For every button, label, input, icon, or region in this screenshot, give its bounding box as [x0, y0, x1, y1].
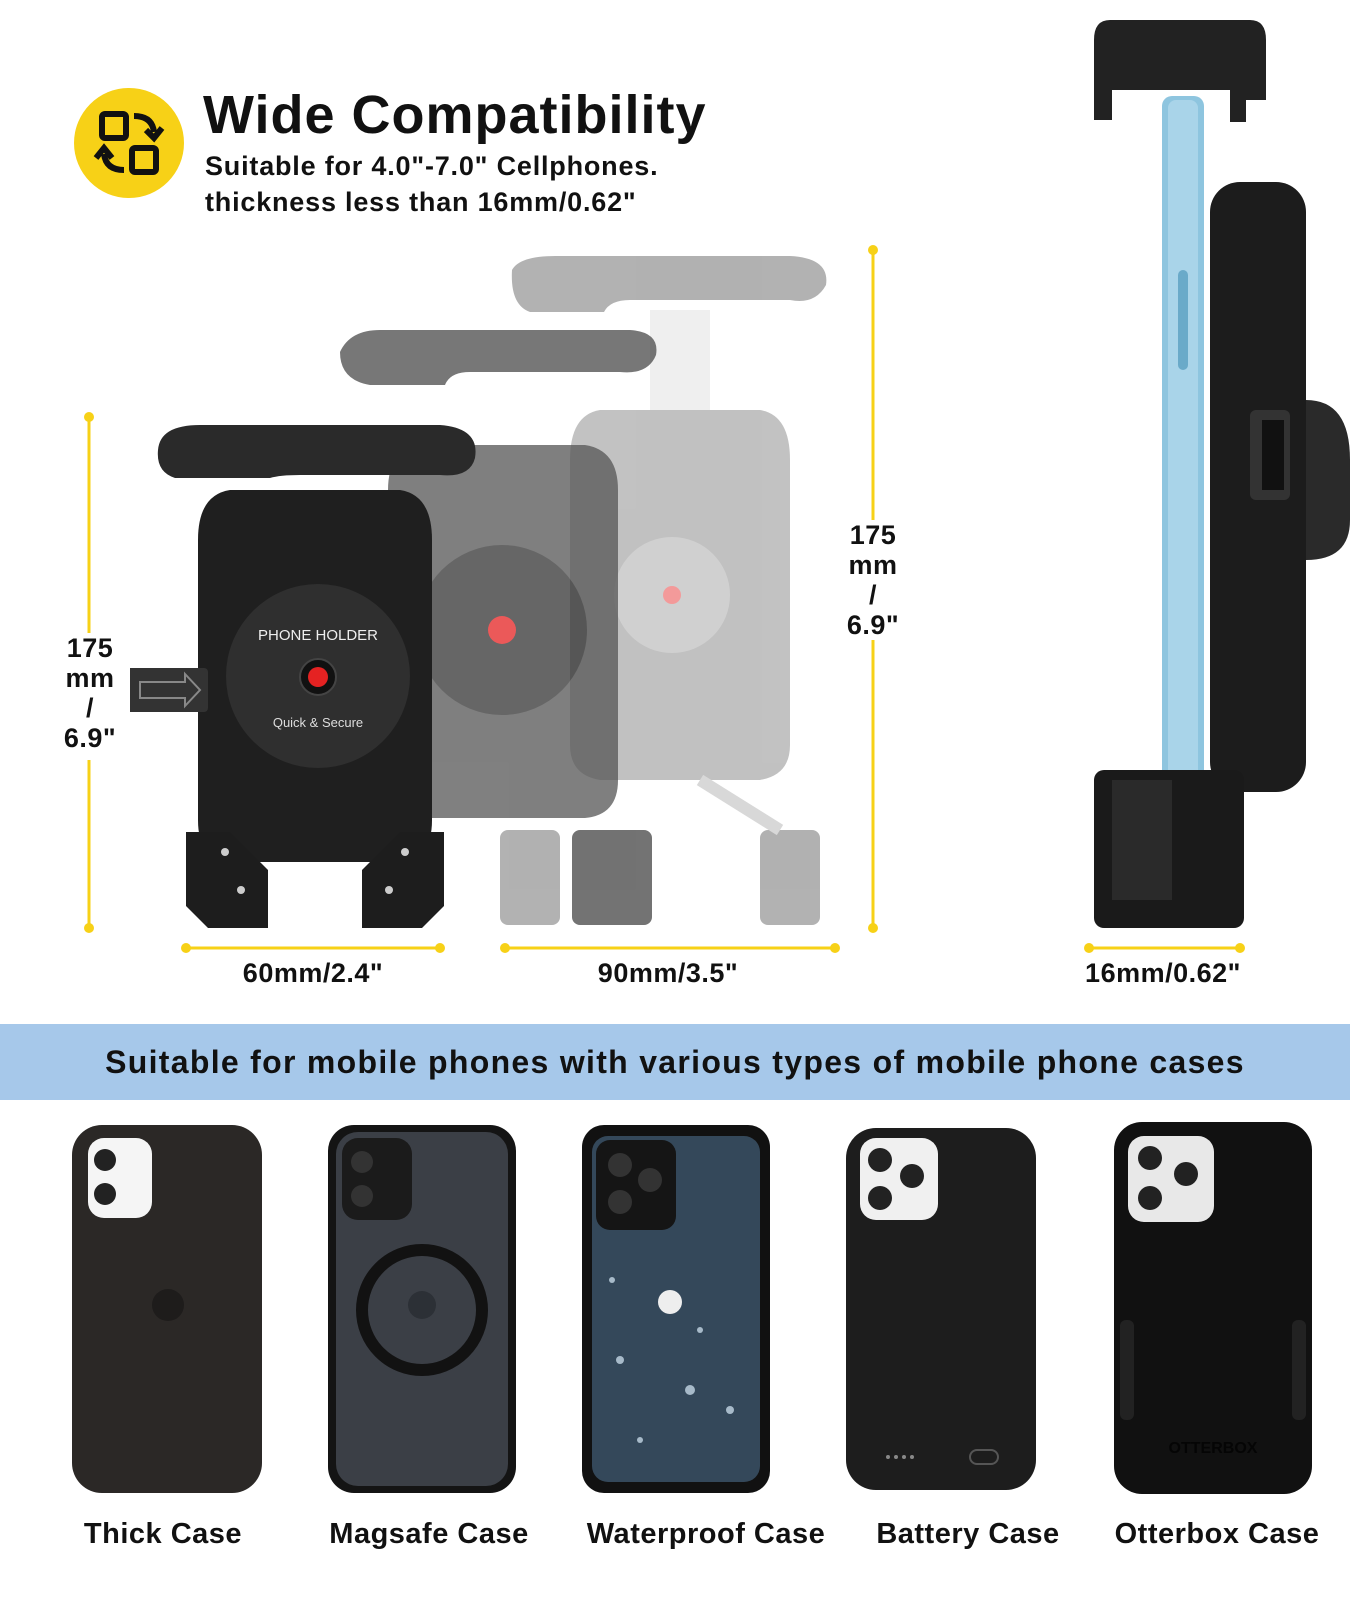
page-title: Wide Compatibility — [203, 85, 707, 145]
holder-illustration: PHONE HOLDER Quick & Secure — [84, 20, 1350, 953]
dimension-lines — [84, 245, 1245, 953]
waterproof-case-label: Waterproof Case — [586, 1518, 826, 1550]
compatibility-badge — [74, 88, 184, 198]
subtitle-thickness: thickness less than 16mm/0.62" — [205, 187, 637, 217]
max-width-label: 90mm/3.5" — [597, 958, 739, 988]
otterbox-case-label: Otterbox Case — [1114, 1518, 1320, 1550]
holder-mid — [340, 330, 657, 925]
otterbox-case-image: OTTERBOX — [1114, 1122, 1312, 1494]
magsafe-case-image — [328, 1125, 516, 1493]
battery-case-label: Battery Case — [876, 1518, 1060, 1550]
waterproof-case-image — [582, 1125, 770, 1493]
left-height-label: 175 mm / 6.9" — [50, 633, 130, 753]
subtitle-size: Suitable for 4.0"-7.0" Cellphones. — [205, 151, 659, 181]
otterbox-brand-text: OTTERBOX — [1169, 1440, 1258, 1457]
battery-case-image — [846, 1128, 1036, 1490]
holder-side-view — [1094, 20, 1350, 928]
min-width-label: 60mm/2.4" — [242, 958, 384, 988]
banner-text: Suitable for mobile phones with various … — [105, 1044, 1245, 1080]
holder-front: PHONE HOLDER Quick & Secure — [118, 425, 476, 928]
thickness-label: 16mm/0.62" — [1085, 958, 1241, 988]
swap-resize-icon — [93, 111, 165, 175]
thick-case-image — [72, 1125, 262, 1493]
thick-case-label: Thick Case — [83, 1518, 243, 1550]
case-banner: Suitable for mobile phones with various … — [0, 1024, 1350, 1100]
holder-label: PHONE HOLDER — [258, 627, 378, 644]
right-height-label: 175 mm / 6.9" — [833, 520, 913, 640]
holder-tagline: Quick & Secure — [273, 715, 363, 730]
case-gallery: OTTERBOX — [72, 1122, 1312, 1494]
holder-extended — [500, 255, 827, 925]
magsafe-case-label: Magsafe Case — [329, 1518, 529, 1550]
